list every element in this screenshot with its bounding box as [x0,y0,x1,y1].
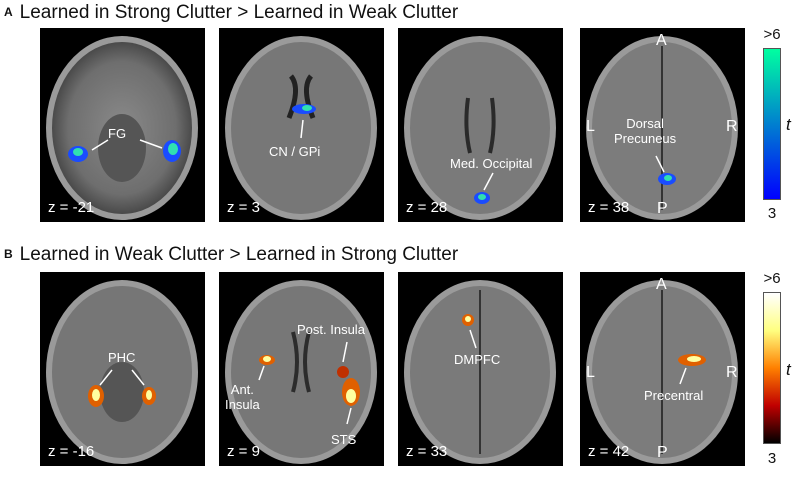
row-a-title-text: Learned in Strong Clutter > Learned in W… [19,2,459,23]
z-coordinate-a2: z = 3 [227,199,260,216]
activation-right-fg-peak [168,143,178,155]
activation-ant-insula-peak [263,356,271,362]
orient-right: R [726,118,738,135]
arrow-phc-left [99,369,113,386]
activation-right-phc-peak [146,390,152,400]
brain-slice-a2 [225,36,377,220]
z-coordinate-b4: z = 42 [588,443,630,460]
orient-left: L [586,364,595,381]
label-fg: FG [108,126,127,141]
brain-panel-a1: FG z = -21 [40,28,205,222]
z-coordinate-b2: z = 9 [227,443,260,460]
brain-tissue [410,42,550,214]
colorbar-a [763,48,781,200]
z-coordinate-a1: z = -21 [48,199,95,216]
arrow-ant-insula [258,365,265,381]
row-b-title-text: Learned in Weak Clutter > Learned in Str… [19,244,459,265]
colorbar-b [763,292,781,444]
arrow-cn-gpi [300,119,304,139]
brain-slice-b2 [225,280,377,464]
label-post-insula: Post. Insula [297,322,365,337]
brain-tissue [231,286,371,458]
activation-post-insula [337,366,349,378]
row-b-letter: B [4,247,13,261]
label-precentral: Precentral [644,388,704,403]
brain-slice-a3 [404,36,556,220]
label-dmpfc: DMPFC [454,352,501,367]
arrow-fg-left [91,139,109,151]
activation-med-occipital-peak [478,194,486,200]
brain-tissue [231,42,371,214]
brain-slice-a1 [46,36,198,220]
activation-dmpfc-peak [465,316,471,322]
arrow-post-insula [342,341,348,363]
arrow-fg-right [139,139,163,149]
brain-panel-b2: Post. Insula Ant. Insula STS z = 9 [219,272,384,466]
colorbar-b-stat: t [786,360,791,379]
row-a-letter: A [4,5,13,19]
ventricles [286,74,316,119]
brain-slice-b3 [404,280,556,464]
orient-anterior: A [656,32,667,49]
orient-anterior: A [656,276,667,293]
brain-panel-a4: Dorsal Precuneus A P L R z = 38 [580,28,745,222]
arrow-dmpfc [469,329,477,349]
z-coordinate-a4: z = 38 [588,199,630,216]
arrow-dorsal-precuneus [655,155,665,173]
brainstem [100,362,144,422]
label-sts: STS [331,432,357,447]
orient-right: R [726,364,738,381]
activation-left-phc-peak [92,389,100,401]
orient-posterior: P [657,444,668,461]
brain-slice-b4 [586,280,738,464]
brainstem [98,114,146,182]
row-b-title: B Learned in Weak Clutter > Learned in St… [4,244,458,266]
activation-cn-gpi-peak [302,105,312,111]
brain-panel-b1: PHC z = -16 [40,272,205,466]
brain-panel-a3: Med. Occipital z = 28 [398,28,563,222]
label-dorsal-precuneus: Dorsal Precuneus [614,116,677,146]
brain-slice-a4 [586,36,738,220]
z-coordinate-a3: z = 28 [406,199,448,216]
orient-posterior: P [657,200,668,217]
activation-dorsal-precuneus-peak [664,175,672,181]
arrow-sts [346,407,352,425]
colorbar-b-min: 3 [767,450,777,467]
activation-sts-peak [346,389,356,403]
colorbar-a-stat: t [786,115,791,134]
z-coordinate-b1: z = -16 [48,443,95,460]
ventricles [291,331,311,393]
row-a-title: A Learned in Strong Clutter > Learned in … [4,2,458,24]
label-ant-insula: Ant. Insula [225,382,260,412]
arrow-precentral [679,367,687,385]
colorbar-b-max: >6 [763,270,781,287]
colorbar-a-max: >6 [763,26,781,43]
brain-panel-a2: CN / GPi z = 3 [219,28,384,222]
label-phc: PHC [108,350,136,365]
z-coordinate-b3: z = 33 [406,443,448,460]
brain-panel-b4: Precentral A P L R z = 42 [580,272,745,466]
brain-slice-b1 [46,280,198,464]
brain-panel-b3: DMPFC z = 33 [398,272,563,466]
arrow-phc-right [131,369,145,386]
activation-precentral-peak [687,356,701,362]
label-med-occipital: Med. Occipital [450,156,533,171]
colorbar-a-min: 3 [767,205,777,222]
label-cn-gpi: CN / GPi [269,144,321,159]
arrow-med-occipital [483,172,494,191]
ventricles [464,97,496,154]
activation-left-fg-peak [73,148,83,156]
orient-left: L [586,118,595,135]
